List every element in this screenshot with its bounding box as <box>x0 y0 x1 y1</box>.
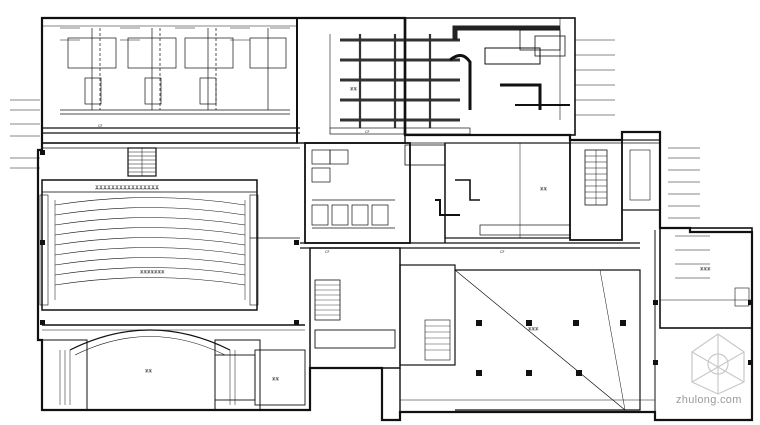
cf1-label: CF <box>98 124 102 128</box>
room-b-label: 某某 <box>272 376 280 381</box>
cf2-label: CF <box>365 130 369 134</box>
room-e-label: 某某某 <box>528 326 539 331</box>
left-stair <box>127 147 157 177</box>
right-tags <box>668 147 710 279</box>
auditorium-floor-label: 某某某某某某某 <box>140 269 165 274</box>
cf3-label: CF <box>500 250 504 254</box>
cf4-label: CF <box>325 250 329 254</box>
auditorium <box>39 179 259 311</box>
left-tags <box>10 99 40 169</box>
room-f-label: 某某 <box>540 186 548 191</box>
right-stair-core <box>569 139 661 241</box>
room-labels: 某某某某某某某某某某某某某某某某 某某某某某某某 某某 某某 某某 某某某 某某… <box>95 86 711 381</box>
room-a-label: 某某 <box>145 368 152 373</box>
central-hall <box>435 142 571 239</box>
right-wing <box>654 227 753 420</box>
plant-room <box>41 17 298 144</box>
room-d-label: 某某某 <box>700 266 711 271</box>
stage-area <box>41 324 306 411</box>
zhulong-logo-icon <box>691 333 745 395</box>
auditorium-banner: 某某某某某某某某某某某某某某某某 <box>95 184 159 190</box>
structural-columns <box>40 150 753 376</box>
lower-middle <box>309 247 655 412</box>
room-c-label: 某某 <box>350 86 358 91</box>
duct-room <box>296 17 471 144</box>
watermark-text: zhulong.com <box>676 394 742 406</box>
mechanical-area <box>404 17 615 136</box>
toilet-block <box>304 142 446 244</box>
